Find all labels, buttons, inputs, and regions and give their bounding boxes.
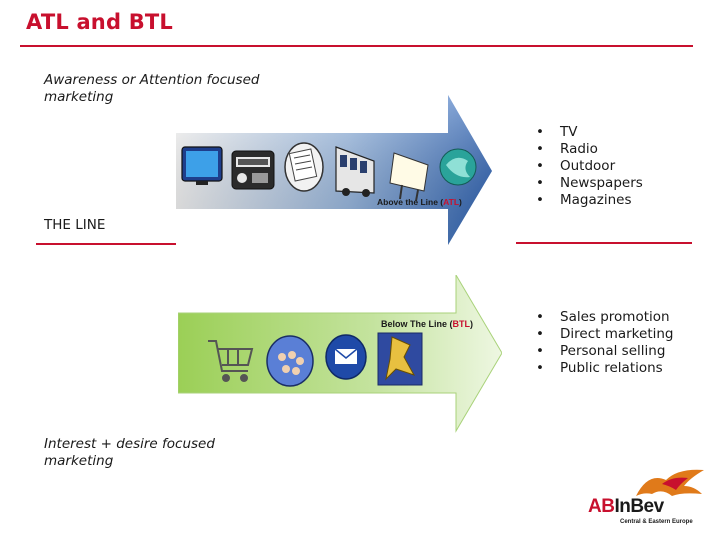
the-line-rule-right	[516, 242, 692, 244]
logo-subtitle: Central & Eastern Europe	[620, 519, 693, 525]
atl-media-list: •TV •Radio •Outdoor •Newspapers •Magazin…	[534, 124, 643, 209]
atl-arrow-banner: Above the Line (ATL)	[176, 95, 492, 245]
list-item: •Sales promotion	[536, 309, 670, 325]
btl-note-line-1: Interest + desire focused	[44, 436, 215, 452]
list-item: •Newspapers	[536, 175, 643, 191]
list-item: •Outdoor	[536, 158, 616, 174]
atl-banner-label: Above the Line (ATL)	[377, 197, 462, 207]
shopping-cart-icon	[208, 340, 254, 382]
atl-note: Awareness or Attention focused marketing	[44, 72, 259, 106]
radio-icon	[231, 150, 275, 190]
bus-icon	[335, 146, 375, 197]
the-line-rule-left	[36, 243, 176, 245]
tv-icon	[181, 146, 223, 185]
atl-note-line-1: Awareness or Attention focused	[44, 72, 260, 88]
mail-icon	[325, 334, 367, 380]
list-item: •Magazines	[536, 192, 632, 208]
sales-figure-icon	[377, 332, 423, 386]
crowd-icon	[266, 335, 314, 387]
list-item: •Direct marketing	[536, 326, 674, 342]
logo-wordmark: ABInBev	[588, 496, 664, 517]
slide-title: ATL and BTL	[26, 10, 174, 34]
btl-arrow-banner: Below The Line (BTL)	[178, 275, 502, 433]
billboard-icon	[389, 152, 429, 202]
atl-note-line-2: marketing	[44, 89, 114, 105]
title-underline	[20, 45, 693, 47]
eagle-icon	[636, 469, 704, 496]
abinbev-logo: ABInBev Central & Eastern Europe	[588, 466, 710, 530]
list-item: •Personal selling	[536, 343, 666, 359]
the-line-label: THE LINE	[44, 217, 106, 233]
btl-banner-label: Below The Line (BTL)	[381, 319, 473, 329]
btl-note: Interest + desire focused marketing	[44, 436, 215, 470]
list-item: •TV	[536, 124, 578, 140]
btl-activity-list: •Sales promotion •Direct marketing •Pers…	[534, 309, 674, 377]
list-item: •Radio	[536, 141, 598, 157]
newspaper-icon	[284, 142, 324, 192]
btl-note-line-2: marketing	[44, 453, 114, 469]
list-item: •Public relations	[536, 360, 663, 376]
magazine-icon	[439, 148, 477, 186]
